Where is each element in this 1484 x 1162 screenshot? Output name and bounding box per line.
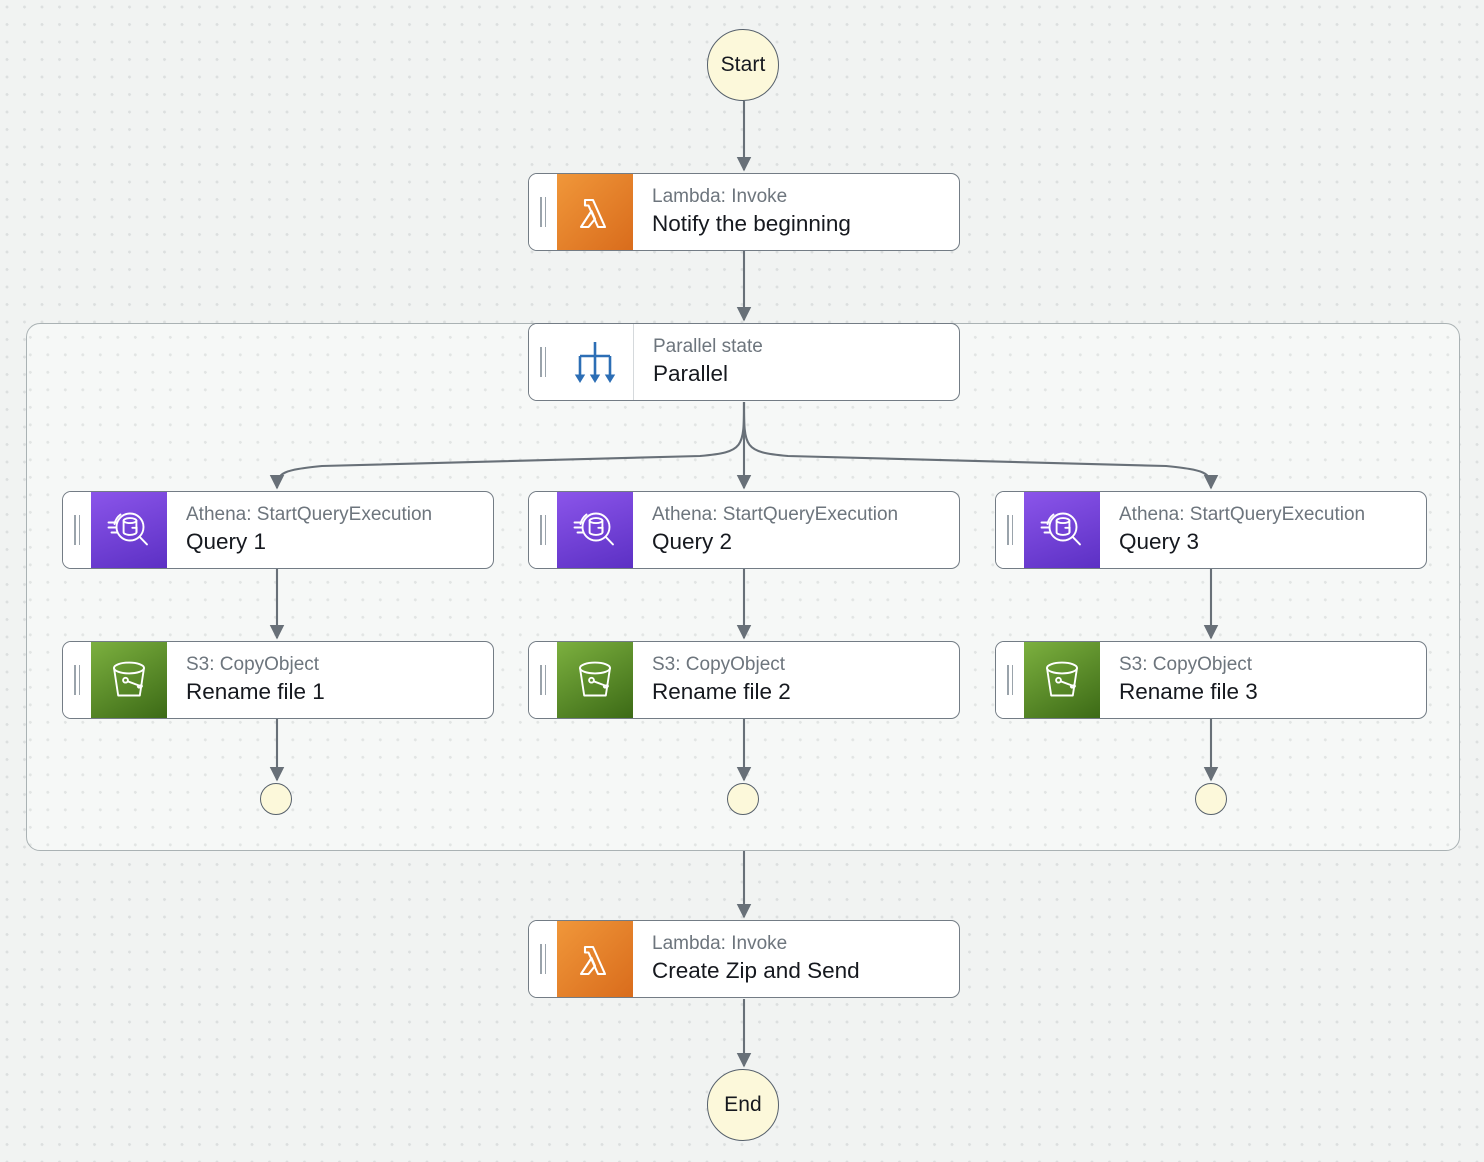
end-terminal-label: End (724, 1093, 762, 1116)
drag-handle-icon[interactable] (529, 492, 557, 568)
athena-icon (557, 492, 633, 568)
s3-bucket-icon (557, 642, 633, 718)
s3-bucket-icon (1024, 642, 1100, 718)
node-service-label: Lambda: Invoke (652, 185, 788, 207)
drag-handle-icon[interactable] (63, 492, 91, 568)
node-service-label: Lambda: Invoke (652, 932, 788, 954)
lambda-icon (557, 174, 633, 250)
drag-handle-icon[interactable] (529, 921, 557, 997)
node-service-label: Athena: StartQueryExecution (186, 503, 433, 525)
end-terminal[interactable]: End (707, 1069, 779, 1141)
node-title: Query 1 (186, 529, 267, 555)
parallel-fork-icon (557, 324, 634, 400)
node-service-label: S3: CopyObject (186, 653, 320, 675)
node-title: Parallel (653, 361, 729, 387)
drag-handle-icon[interactable] (529, 642, 557, 718)
node-service-label: S3: CopyObject (1119, 653, 1253, 675)
lambda-icon (557, 921, 633, 997)
node-service-label: Athena: StartQueryExecution (652, 503, 899, 525)
drag-handle-icon[interactable] (996, 492, 1024, 568)
athena-icon (1024, 492, 1100, 568)
node-title: Rename file 2 (652, 679, 791, 705)
node-title: Rename file 3 (1119, 679, 1258, 705)
drag-handle-icon[interactable] (63, 642, 91, 718)
node-service-label: Parallel state (653, 335, 763, 357)
node-title: Query 3 (1119, 529, 1200, 555)
drag-handle-icon[interactable] (529, 174, 557, 250)
node-title: Query 2 (652, 529, 733, 555)
branch-end-terminal[interactable] (1195, 783, 1227, 815)
drag-handle-icon[interactable] (529, 324, 557, 400)
node-title: Create Zip and Send (652, 958, 860, 984)
node-service-label: S3: CopyObject (652, 653, 786, 675)
athena-icon (91, 492, 167, 568)
branch-end-terminal[interactable] (727, 783, 759, 815)
node-service-label: Athena: StartQueryExecution (1119, 503, 1366, 525)
parallel-branch-container (26, 323, 1460, 851)
s3-bucket-icon (91, 642, 167, 718)
node-title: Notify the beginning (652, 211, 851, 237)
start-terminal[interactable]: Start (707, 29, 779, 101)
node-title: Rename file 1 (186, 679, 325, 705)
branch-end-terminal[interactable] (260, 783, 292, 815)
drag-handle-icon[interactable] (996, 642, 1024, 718)
start-terminal-label: Start (720, 53, 766, 76)
